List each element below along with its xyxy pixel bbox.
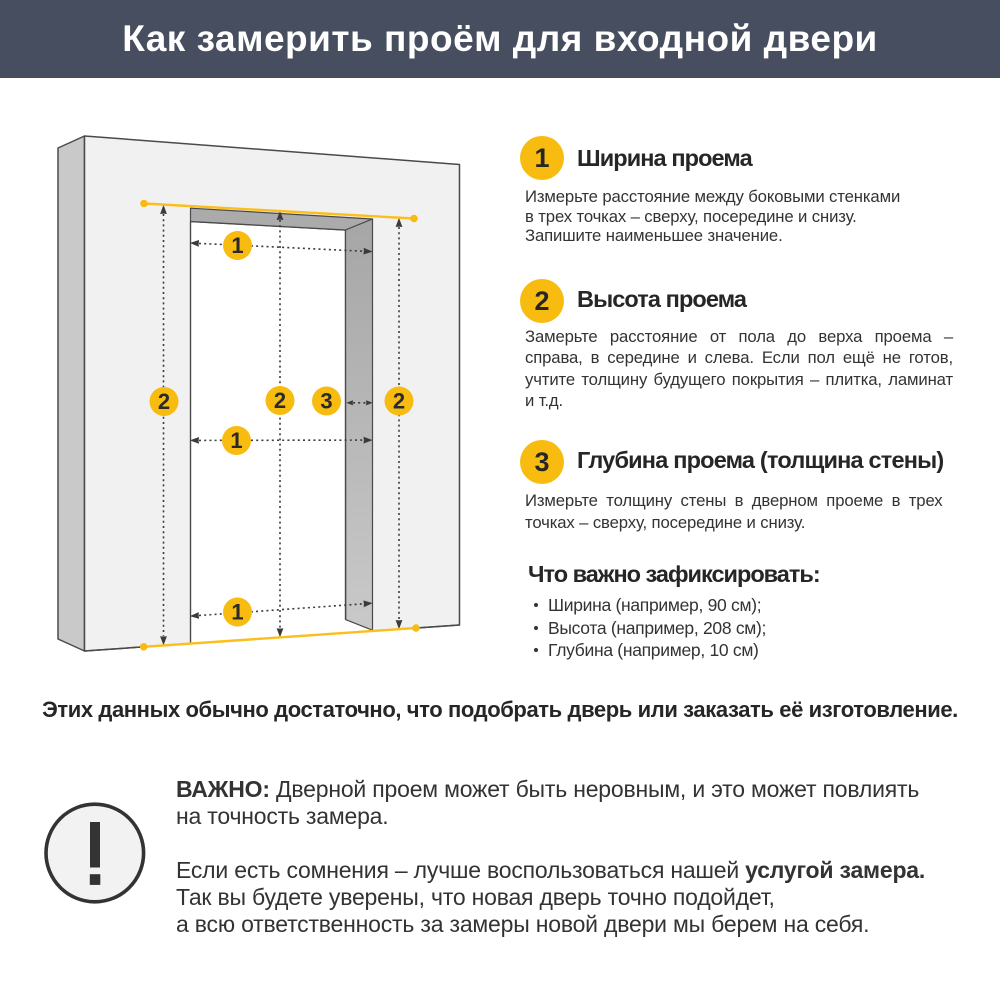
svg-text:2: 2 bbox=[274, 388, 286, 413]
svg-text:1: 1 bbox=[230, 428, 242, 453]
svg-text:3: 3 bbox=[320, 389, 332, 414]
svg-text:2: 2 bbox=[158, 389, 170, 414]
svg-text:1: 1 bbox=[231, 600, 243, 625]
svg-text:2: 2 bbox=[393, 389, 405, 414]
svg-text:1: 1 bbox=[231, 233, 243, 258]
